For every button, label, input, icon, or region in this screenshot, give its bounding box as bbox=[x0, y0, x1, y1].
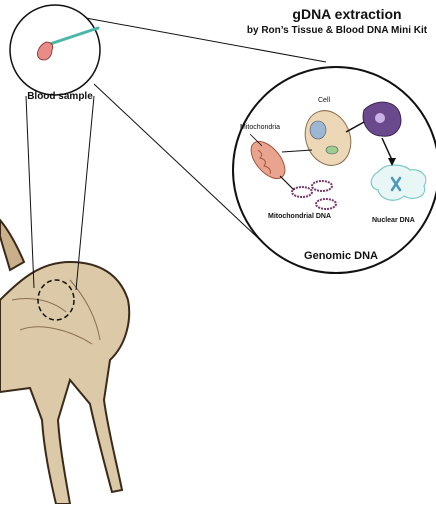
nuclear-dna-label: Nuclear DNA bbox=[372, 217, 415, 224]
blood-sample-inset bbox=[10, 5, 100, 95]
connector-line-left bbox=[26, 96, 34, 288]
blood-inset-circle bbox=[10, 5, 100, 95]
deer-illustration bbox=[0, 220, 129, 504]
cell-label: Cell bbox=[318, 97, 330, 104]
mitochondrial-dna-label: Mitochondrial DNA bbox=[268, 213, 331, 220]
genomic-dna-inset bbox=[233, 67, 436, 273]
nucleolus-icon bbox=[375, 113, 385, 123]
cell-organelle-icon bbox=[326, 146, 338, 154]
blood-sample-label: Blood sample bbox=[20, 91, 100, 102]
deer-ear bbox=[0, 220, 24, 270]
cell-nucleus-icon bbox=[310, 121, 326, 139]
connector-line-right bbox=[76, 96, 94, 290]
genomic-dna-label: Genomic DNA bbox=[296, 250, 386, 262]
diagram-subtitle: by Ron’s Tissue & Blood DNA Mini Kit bbox=[238, 25, 436, 36]
mitochondria-label: Mitochondria bbox=[240, 124, 280, 131]
diagram-title: gDNA extraction bbox=[262, 6, 432, 22]
